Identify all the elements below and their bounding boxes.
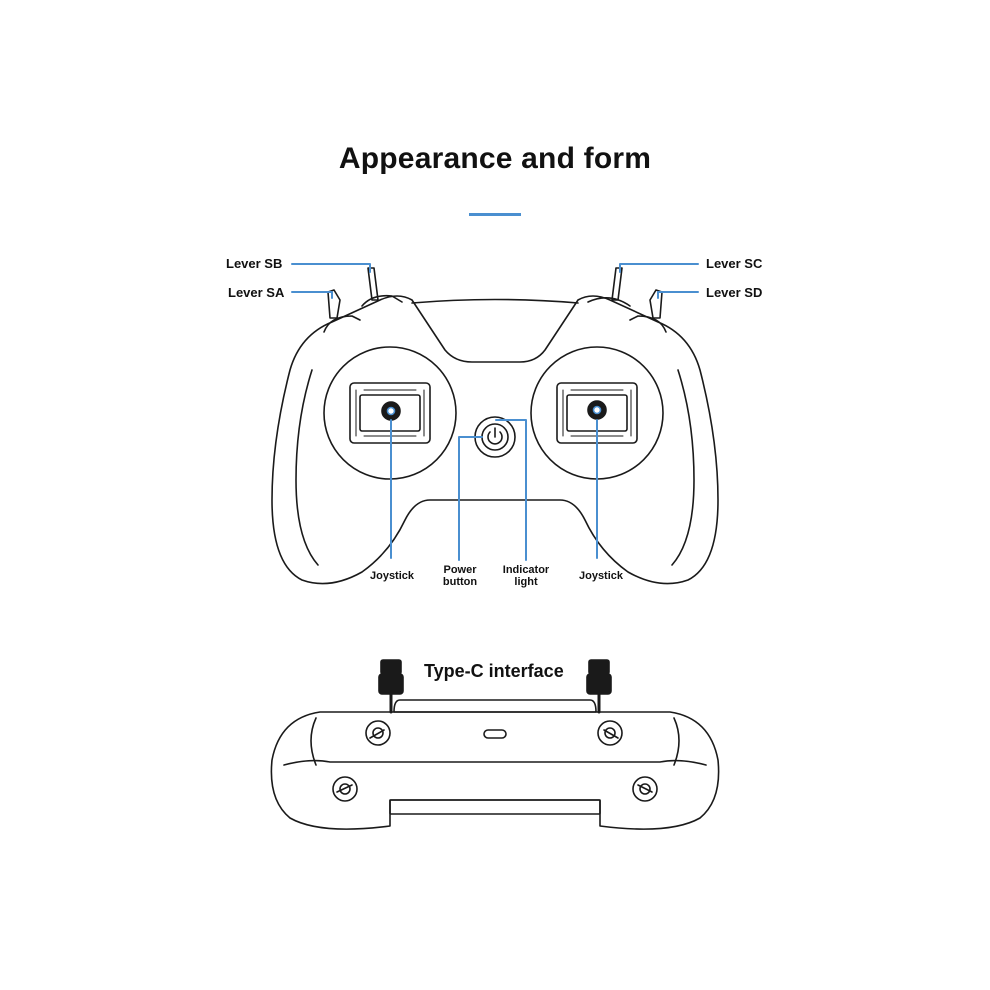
toggle-bottom-right (632, 776, 658, 802)
toggle-top-right (597, 720, 623, 746)
right-antenna (586, 659, 612, 714)
left-antenna (378, 659, 404, 714)
controller-top-view (270, 659, 720, 830)
callout-lever-sd (657, 291, 699, 299)
right-grip-line (671, 369, 695, 566)
callout-lines (291, 263, 699, 561)
callout-lever-sb (291, 263, 371, 273)
label-lever-sa: Lever SA (228, 285, 285, 300)
callout-lever-sa (291, 291, 333, 299)
label-lever-sd: Lever SD (706, 285, 763, 300)
callout-indicator-light (495, 419, 527, 561)
label-joystick-right: Joystick (578, 570, 624, 582)
label-lever-sc: Lever SC (706, 256, 763, 271)
label-indicator-line2: light (514, 576, 538, 588)
toggle-top-left (365, 720, 391, 746)
page-title: Appearance and form (338, 142, 652, 175)
label-power-button: Power button (434, 564, 486, 588)
top-view-front-recess (389, 799, 601, 815)
label-power-line1: Power (443, 564, 477, 576)
type-c-port (483, 729, 507, 739)
right-stick-cap-center (592, 405, 602, 415)
callout-lever-sc (619, 263, 699, 273)
lever-sa (323, 289, 361, 333)
label-indicator-light: Indicator light (496, 564, 556, 588)
lever-sb (361, 267, 403, 307)
label-power-line2: button (442, 576, 478, 588)
lever-sc (587, 267, 631, 307)
controller-body (271, 295, 719, 585)
title-underline (469, 213, 521, 216)
top-bump (411, 298, 579, 304)
power-icon (487, 427, 503, 445)
top-view-inner-line (283, 759, 707, 766)
callout-power-button (458, 436, 483, 561)
label-indicator-line1: Indicator (502, 564, 550, 576)
top-view-left-curve (310, 717, 317, 766)
top-view-upper-plate (393, 699, 597, 713)
left-grip-line (295, 369, 319, 566)
controller-front-view (271, 267, 719, 585)
label-type-c: Type-C interface (424, 661, 564, 681)
top-view-right-curve (673, 717, 680, 766)
label-lever-sb: Lever SB (226, 256, 283, 271)
toggle-bottom-left (332, 776, 358, 802)
label-joystick-left: Joystick (369, 570, 415, 582)
left-stick-cap-center (386, 406, 396, 416)
